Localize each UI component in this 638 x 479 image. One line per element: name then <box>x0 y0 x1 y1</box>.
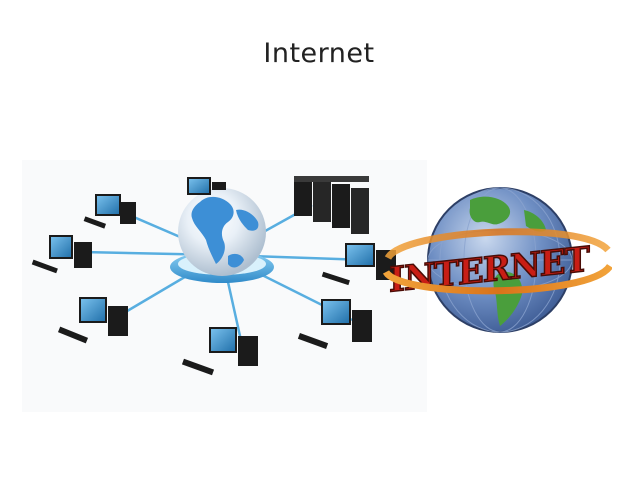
network-illustration <box>22 160 427 412</box>
server-rack <box>294 176 369 234</box>
network-globe-illustration <box>31 176 396 376</box>
slide-title: Internet <box>263 38 375 69</box>
hub-globe <box>178 188 266 276</box>
computer-bottom-left <box>57 297 128 344</box>
computer-left <box>31 235 92 274</box>
computer-top-center <box>187 177 226 195</box>
internet-logo: INTERNET <box>382 180 612 345</box>
computer-bottom-right <box>297 299 372 349</box>
computer-bottom-center <box>181 327 258 376</box>
computer-top-left <box>83 194 136 229</box>
internet-globe-logo: INTERNET <box>382 187 612 333</box>
